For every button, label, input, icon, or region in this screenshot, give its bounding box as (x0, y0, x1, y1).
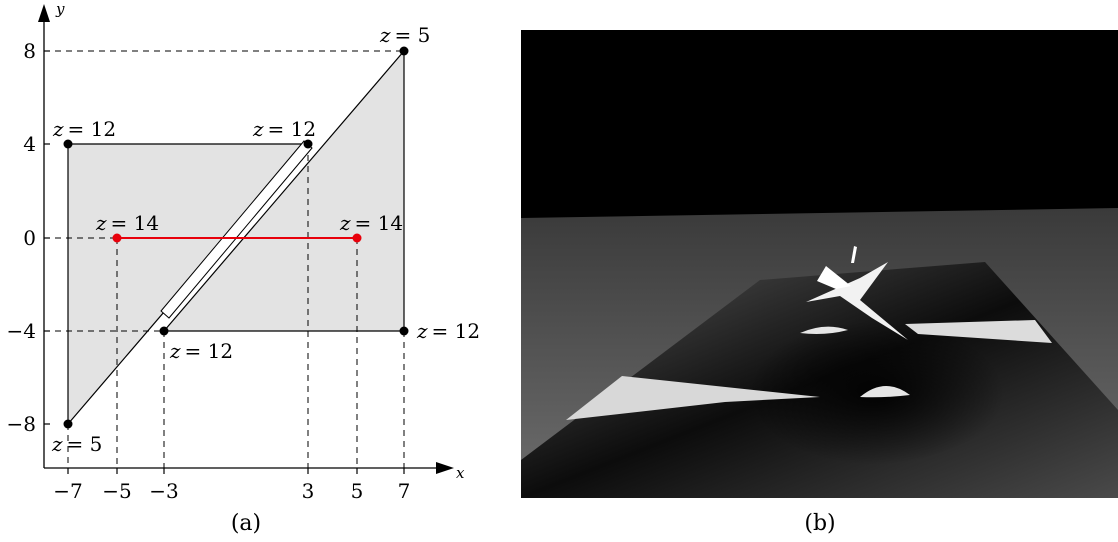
z-label-top-right: z= 5 (379, 23, 430, 47)
x-tick-label: −7 (53, 479, 82, 503)
segment-endpoint (112, 233, 122, 243)
z-label-segment-left: z= 14 (95, 211, 159, 235)
z-label-segment-right: z= 14 (339, 211, 403, 235)
vertex-point (399, 46, 409, 56)
x-tick-label: −5 (102, 479, 131, 503)
x-tick-label: −3 (149, 479, 178, 503)
z-var: z (252, 117, 264, 141)
z-var: z (169, 339, 181, 363)
z-value: = 12 (432, 319, 481, 343)
vertex-points (63, 46, 409, 429)
y-tick-label: −8 (7, 412, 36, 436)
z-label-rect-bottom-mid: z= 12 (169, 339, 233, 363)
x-axis-arrow (436, 462, 454, 474)
vertex-point (399, 326, 409, 336)
y-axis-label: y (55, 0, 65, 18)
caption-a: (a) (231, 511, 261, 536)
z-value: = 5 (67, 432, 103, 456)
z-var: z (51, 432, 63, 456)
render-lens-lower (860, 385, 910, 398)
z-var: z (379, 23, 391, 47)
z-var: z (95, 211, 107, 235)
y-tick-label: −4 (7, 319, 36, 343)
z-value: = 12 (185, 339, 234, 363)
panel-b-render (521, 30, 1118, 498)
render-shard-small (851, 246, 857, 263)
z-value: = 5 (395, 23, 431, 47)
z-label-rect-top-mid: z= 12 (252, 117, 316, 141)
x-tick-label: 5 (351, 479, 364, 503)
z-label-bottom-left: z= 5 (51, 432, 102, 456)
z-var: z (416, 319, 428, 343)
vertex-point (303, 139, 313, 149)
z-label-rect-top-left: z= 12 (52, 117, 116, 141)
x-ticks (67, 468, 405, 474)
z-value: = 14 (355, 211, 404, 235)
x-tick-label: 3 (302, 479, 315, 503)
x-tick-label: 7 (398, 479, 411, 503)
x-axis-label: x (456, 464, 465, 482)
y-tick-label: 4 (23, 132, 36, 156)
z-var: z (52, 117, 64, 141)
vertex-point (63, 139, 73, 149)
segment-endpoint (352, 233, 362, 243)
dashed-guides (44, 50, 405, 468)
render-shard-top (817, 266, 851, 289)
y-axis-arrow (38, 4, 50, 22)
z-value: = 12 (68, 117, 117, 141)
y-tick-label: 0 (23, 226, 36, 250)
z-label-rect-bottom-right: z= 12 (416, 319, 480, 343)
render-shard-large (806, 262, 908, 340)
render-strip-right (905, 320, 1052, 343)
vertex-point (63, 419, 73, 429)
caption-b: (b) (804, 511, 835, 536)
z-value: = 12 (268, 117, 317, 141)
render-strip-left (566, 376, 820, 420)
axes (43, 16, 440, 469)
panel-a: x y 8 4 0 −4 −8 −7 −5 −3 3 5 7 (7, 0, 481, 536)
vertex-point (159, 326, 169, 336)
render-dark-core (700, 285, 1020, 465)
z-value: = 14 (111, 211, 160, 235)
y-ticks (44, 50, 50, 425)
z-var: z (339, 211, 351, 235)
render-lens-upper (800, 326, 848, 334)
y-tick-label: 8 (23, 39, 36, 63)
